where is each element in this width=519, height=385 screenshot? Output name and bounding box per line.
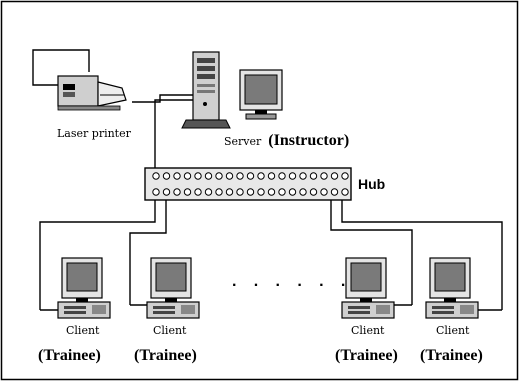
client-4-cable <box>341 200 503 310</box>
client-role-label: (Trainee) <box>38 347 101 364</box>
hub-port <box>183 188 192 196</box>
server-hub-cable <box>154 99 193 170</box>
more-clients-ellipsis: · · · · · · <box>232 277 352 294</box>
server-label: Server (Instructor) <box>224 132 349 149</box>
hub-port <box>267 188 276 196</box>
printer-server-cable <box>132 94 193 103</box>
client-1-cable <box>39 200 156 310</box>
hub-port <box>257 172 265 180</box>
hub-port <box>246 188 255 196</box>
hub-port <box>236 188 244 196</box>
client-label: Client <box>153 324 187 337</box>
hub-port <box>299 188 307 196</box>
hub-port <box>288 188 297 196</box>
hub-port <box>320 172 328 180</box>
hub-port <box>194 188 202 196</box>
hub-port <box>330 188 339 196</box>
hub-port <box>204 172 213 180</box>
client-computer-icon <box>146 257 200 319</box>
hub-port <box>257 188 265 196</box>
hub-port <box>215 188 223 196</box>
hub-label: Hub <box>358 176 385 192</box>
client-computer-icon <box>341 257 395 319</box>
hub-port <box>183 172 192 180</box>
client-2-cable <box>129 200 167 305</box>
hub-port <box>320 188 328 196</box>
hub-port <box>288 172 297 180</box>
hub-icon <box>144 167 352 201</box>
hub-port <box>267 172 276 180</box>
hub-port <box>152 188 160 196</box>
hub-port <box>299 172 307 180</box>
server-role-label: (Instructor) <box>268 132 349 149</box>
client-label: Client <box>436 324 470 337</box>
client-computer-icon <box>425 257 479 319</box>
hub-port <box>204 188 213 196</box>
hub-port <box>173 172 181 180</box>
hub-port <box>173 188 181 196</box>
hub-port <box>278 188 286 196</box>
hub-port <box>215 172 223 180</box>
laser-printer-label: Laser printer <box>57 127 132 140</box>
hub-port <box>309 172 318 180</box>
hub-port <box>162 188 171 196</box>
hub-port <box>236 172 244 180</box>
hub-port <box>194 172 202 180</box>
client-role-label: (Trainee) <box>335 347 398 364</box>
hub-port <box>330 172 339 180</box>
client-role-label: (Trainee) <box>420 347 483 364</box>
server-tower-icon <box>181 51 231 129</box>
hub-port <box>341 188 349 196</box>
hub-port <box>309 188 318 196</box>
hub-port <box>246 172 255 180</box>
hub-port <box>341 172 349 180</box>
printer-cable <box>32 49 90 86</box>
hub-port <box>162 172 171 180</box>
laser-printer-icon <box>57 75 127 111</box>
client-role-label: (Trainee) <box>134 347 197 364</box>
hub-port <box>152 172 160 180</box>
hub-port <box>225 188 234 196</box>
hub-port <box>278 172 286 180</box>
client-label: Client <box>351 324 385 337</box>
client-computer-icon <box>57 257 111 319</box>
server-monitor-icon <box>239 69 283 120</box>
server-small-label: Server <box>224 135 262 148</box>
client-3-cable <box>330 200 413 305</box>
hub-port <box>225 172 234 180</box>
client-label: Client <box>66 324 100 337</box>
